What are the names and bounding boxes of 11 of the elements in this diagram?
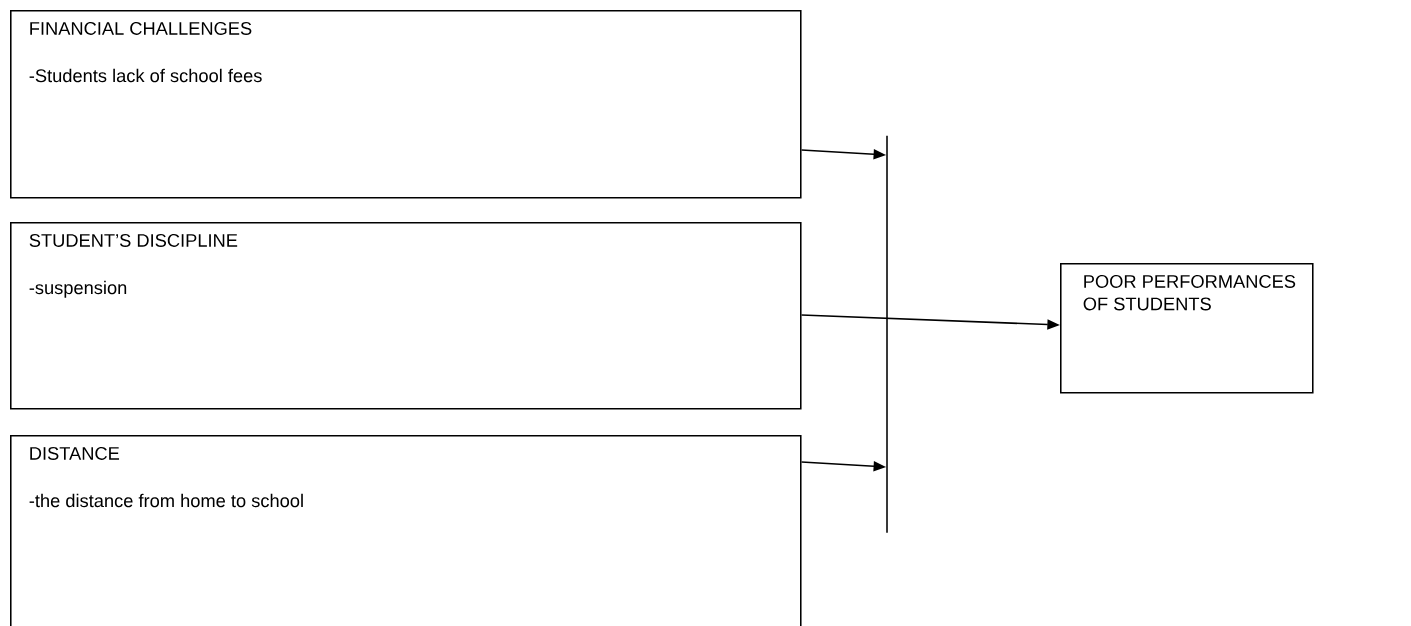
cause-box	[10, 222, 802, 410]
box-heading: STUDENT’S DISCIPLINE	[29, 233, 238, 247]
box-text: -suspension	[29, 280, 127, 298]
outcome-box	[1060, 263, 1314, 394]
box-heading: DISTANCE	[30, 446, 120, 460]
box-heading: FINANCIAL CHALLENGES	[30, 21, 252, 35]
cause-box	[10, 435, 802, 626]
cause-box	[10, 10, 802, 199]
box-text: -the distance from home to school	[29, 493, 303, 508]
box-heading: POOR PERFORMANCES OF STUDENTS	[1083, 274, 1296, 311]
box-text: -Students lack of school fees	[29, 68, 262, 83]
